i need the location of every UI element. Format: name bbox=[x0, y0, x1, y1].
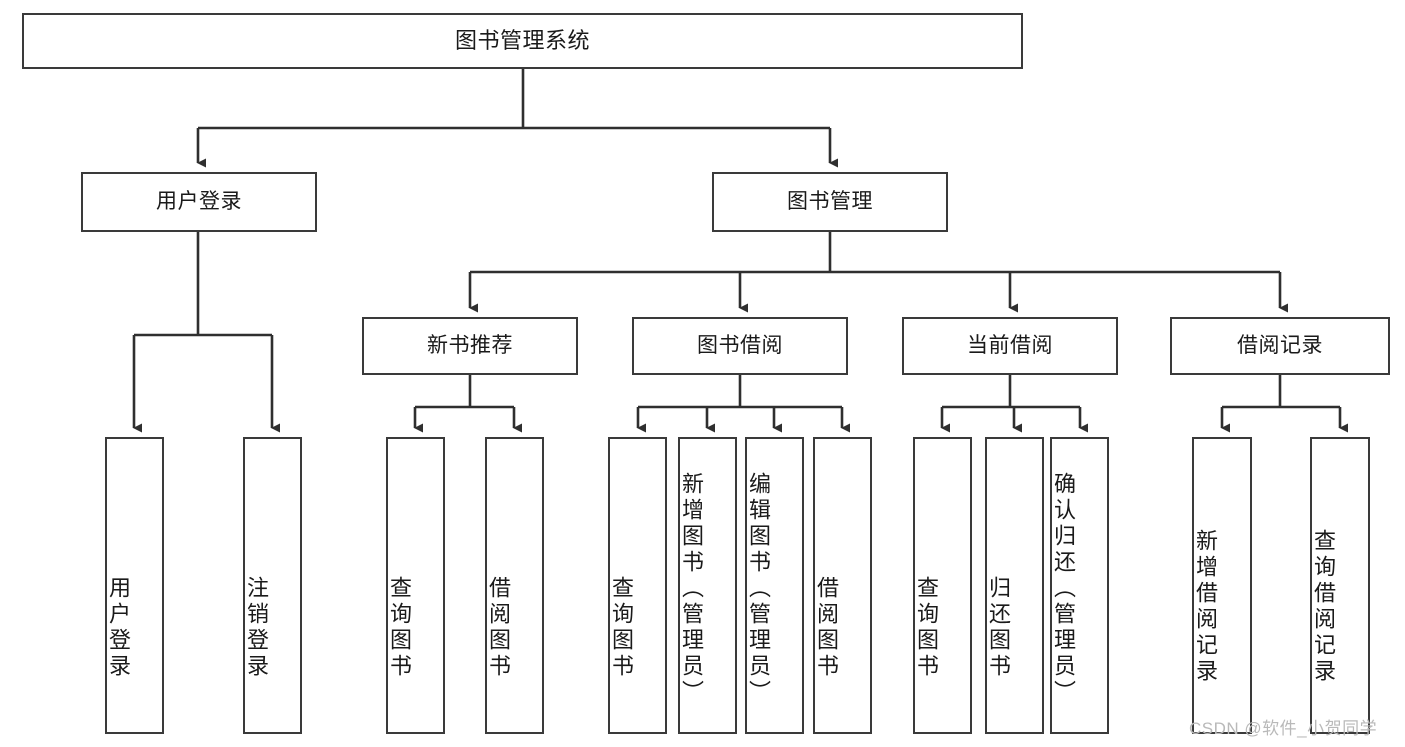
node-label: 确认归还（管理员） bbox=[1051, 471, 1076, 706]
node-borrow-record[interactable]: 借阅记录 bbox=[1170, 317, 1390, 375]
node-leaf-user-login[interactable]: 用户登录 bbox=[105, 437, 164, 734]
node-user-login[interactable]: 用户登录 bbox=[81, 172, 317, 232]
csdn-watermark: CSDN @软件_小贺同学 bbox=[1189, 719, 1378, 738]
node-leaf-borrow-book-2[interactable]: 借阅图书 bbox=[813, 437, 872, 734]
node-label: 用户登录 bbox=[156, 189, 242, 213]
node-label: 新增图书（管理员） bbox=[679, 471, 704, 706]
node-label: 借阅记录 bbox=[1237, 333, 1323, 357]
node-leaf-query-book-1[interactable]: 查询图书 bbox=[386, 437, 445, 734]
node-leaf-edit-book[interactable]: 编辑图书（管理员） bbox=[745, 437, 804, 734]
node-label: 图书管理 bbox=[787, 189, 873, 213]
node-label: 注销登录 bbox=[244, 575, 269, 680]
node-current-borrow[interactable]: 当前借阅 bbox=[902, 317, 1118, 375]
node-label: 图书借阅 bbox=[697, 333, 783, 357]
node-label: 查询图书 bbox=[387, 575, 412, 680]
node-book-borrow[interactable]: 图书借阅 bbox=[632, 317, 848, 375]
node-label: 图书管理系统 bbox=[454, 28, 590, 54]
node-label: 查询借阅记录 bbox=[1311, 528, 1336, 685]
node-label: 当前借阅 bbox=[967, 333, 1053, 357]
node-label: 查询图书 bbox=[609, 575, 634, 680]
node-leaf-logout-login[interactable]: 注销登录 bbox=[243, 437, 302, 734]
node-leaf-add-record[interactable]: 新增借阅记录 bbox=[1192, 437, 1252, 734]
node-leaf-confirm-return[interactable]: 确认归还（管理员） bbox=[1050, 437, 1109, 734]
node-label: 借阅图书 bbox=[486, 575, 511, 680]
node-leaf-return-book[interactable]: 归还图书 bbox=[985, 437, 1044, 734]
node-label: 归还图书 bbox=[986, 575, 1011, 680]
node-leaf-query-record[interactable]: 查询借阅记录 bbox=[1310, 437, 1370, 734]
node-label: 新书推荐 bbox=[427, 333, 513, 357]
node-label: 借阅图书 bbox=[814, 575, 839, 680]
node-leaf-borrow-book-1[interactable]: 借阅图书 bbox=[485, 437, 544, 734]
node-book-management-system[interactable]: 图书管理系统 bbox=[22, 13, 1023, 69]
node-leaf-query-book-3[interactable]: 查询图书 bbox=[913, 437, 972, 734]
node-new-book-recommend[interactable]: 新书推荐 bbox=[362, 317, 578, 375]
node-label: 新增借阅记录 bbox=[1193, 528, 1218, 685]
node-label: 编辑图书（管理员） bbox=[746, 471, 771, 706]
node-leaf-query-book-2[interactable]: 查询图书 bbox=[608, 437, 667, 734]
node-label: 用户登录 bbox=[106, 575, 131, 680]
node-label: 查询图书 bbox=[914, 575, 939, 680]
node-book-manage[interactable]: 图书管理 bbox=[712, 172, 948, 232]
node-leaf-add-book[interactable]: 新增图书（管理员） bbox=[678, 437, 737, 734]
